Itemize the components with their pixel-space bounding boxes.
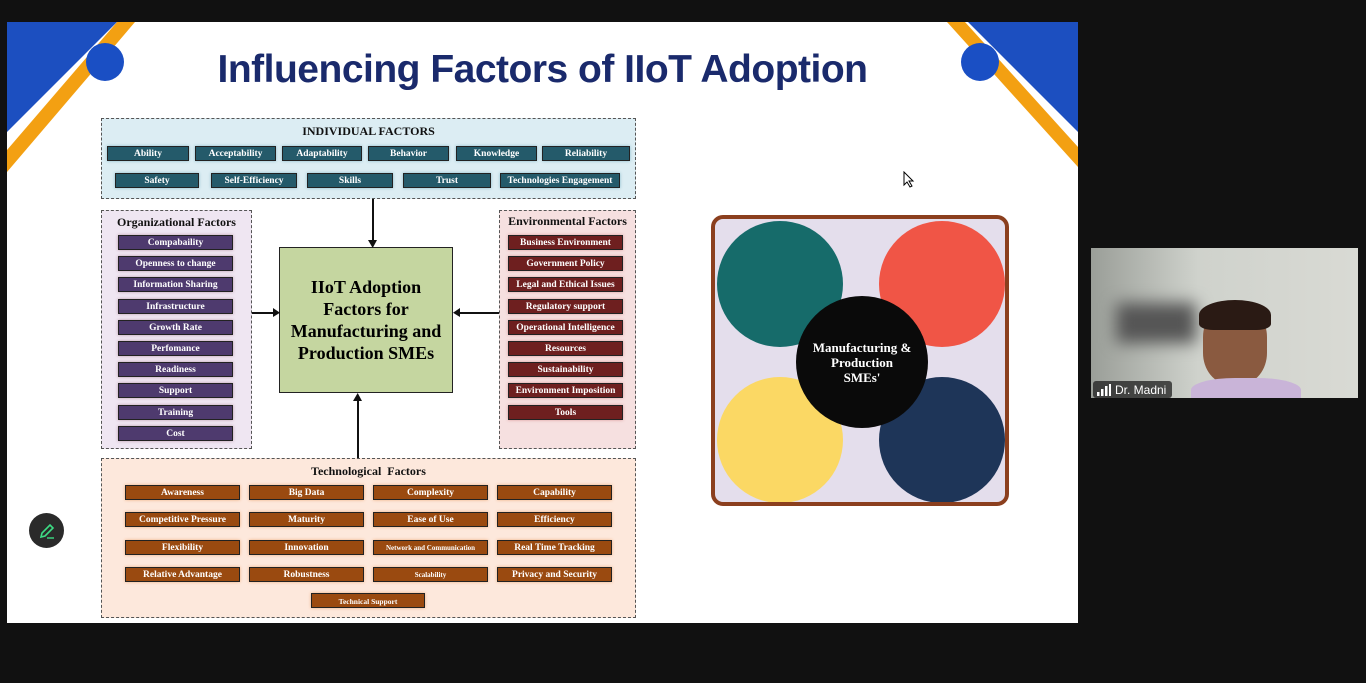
org-factor-chip: Compabaility [118,235,233,250]
ind-factor-chip: Acceptability [195,146,276,161]
tec-factor-chip: Competitive Pressure [125,512,240,527]
ind-factor-chip: Reliability [542,146,630,161]
arrowheads [273,240,460,401]
tec-factor-chip: Ease of Use [373,512,488,527]
environmental-factors-heading: Environmental Factors [508,214,627,228]
tec-factor-chip: Relative Advantage [125,567,240,582]
org-factor-chip: Growth Rate [118,319,233,335]
participant-shirt [1191,378,1301,398]
org-factor-chip: Support [118,383,233,399]
org-factor-chip: Readiness [118,362,233,378]
ind-factor-chip: Skills [307,173,393,188]
tec-factor-chip: Awareness [125,485,240,500]
graphic-center-label: Manufacturing & Production SMEs' [796,296,928,428]
env-factor-chip: Legal and Ethical Issues [508,277,623,293]
org-factor-chip: Infrastructure [118,298,233,314]
org-factor-chip: Perfomance [118,341,233,356]
technological-factors-group: Technological Factors [101,458,636,618]
env-factor-chip: Operational Intelligence [508,319,623,335]
env-factor-chip: Business Environment [508,235,623,250]
tec-factor-chip: Scalability [373,567,488,582]
center-adoption-box: IIoT Adoption Factors for Manufacturing … [279,247,453,393]
org-factor-chip: Information Sharing [118,277,233,293]
pencil-icon [39,523,54,539]
ind-factor-chip: Technologies Engagement [500,173,620,188]
env-factor-chip: Resources [508,341,623,356]
participant-name: Dr. Madni [1115,382,1167,397]
ind-factor-chip: Safety [115,173,199,188]
org-factor-chip: Openness to change [118,256,233,272]
org-factor-chip: Cost [118,425,233,441]
tec-factor-chip: Network and Communication [373,540,488,555]
tec-factor-chip: Technical Support [311,593,425,608]
tec-factor-chip: Complexity [373,485,488,500]
env-factor-chip: Regulatory support [508,298,623,314]
env-factor-chip: Sustainability [508,362,623,378]
env-factor-chip: Environment Imposition [508,383,623,399]
env-factor-chip: Tools [508,404,623,420]
tec-factor-chip: Efficiency [497,512,612,527]
annotate-pencil-button[interactable] [29,513,64,548]
arrow-organizational [252,312,276,314]
arrow-individual [372,199,374,243]
background-blur [1116,303,1196,343]
ind-factor-chip: Adaptability [282,146,362,161]
ind-factor-chip: Knowledge [456,146,537,161]
participant-video-tile[interactable]: Dr. Madni [1091,248,1358,398]
org-factor-chip: Training [118,404,233,420]
technological-factors-heading: Technological Factors [311,464,426,478]
tec-factor-chip: Innovation [249,540,364,555]
arrow-environmental [457,312,499,314]
participant-name-tag: Dr. Madni [1093,381,1173,398]
ind-factor-chip: Behavior [368,146,449,161]
mouse-cursor-icon [903,171,915,188]
arrow-technological [357,397,359,458]
tec-factor-chip: Robustness [249,567,364,582]
tec-factor-chip: Capability [497,485,612,500]
tec-factor-chip: Flexibility [125,540,240,555]
ind-factor-chip: Ability [107,146,189,161]
slide-title: Influencing Factors of IIoT Adoption [217,48,869,91]
tec-factor-chip: Big Data [249,485,364,500]
tec-factor-chip: Real Time Tracking [497,540,612,555]
tec-factor-chip: Maturity [249,512,364,527]
organizational-factors-heading: Organizational Factors [117,215,236,229]
ind-factor-chip: Self-Efficiency [211,173,297,188]
slide-corner-decoration [7,22,1078,172]
shared-slide: Influencing Factors of IIoT Adoption IND… [7,22,1078,623]
sme-graphic: Manufacturing & Production SMEs' [711,215,1009,506]
individual-factors-heading: INDIVIDUAL FACTORS [302,124,435,138]
tec-factor-chip: Privacy and Security [497,567,612,582]
participant-hair [1199,300,1271,330]
env-factor-chip: Government Policy [508,256,623,272]
ind-factor-chip: Trust [403,173,491,188]
signal-strength-icon [1097,383,1111,396]
